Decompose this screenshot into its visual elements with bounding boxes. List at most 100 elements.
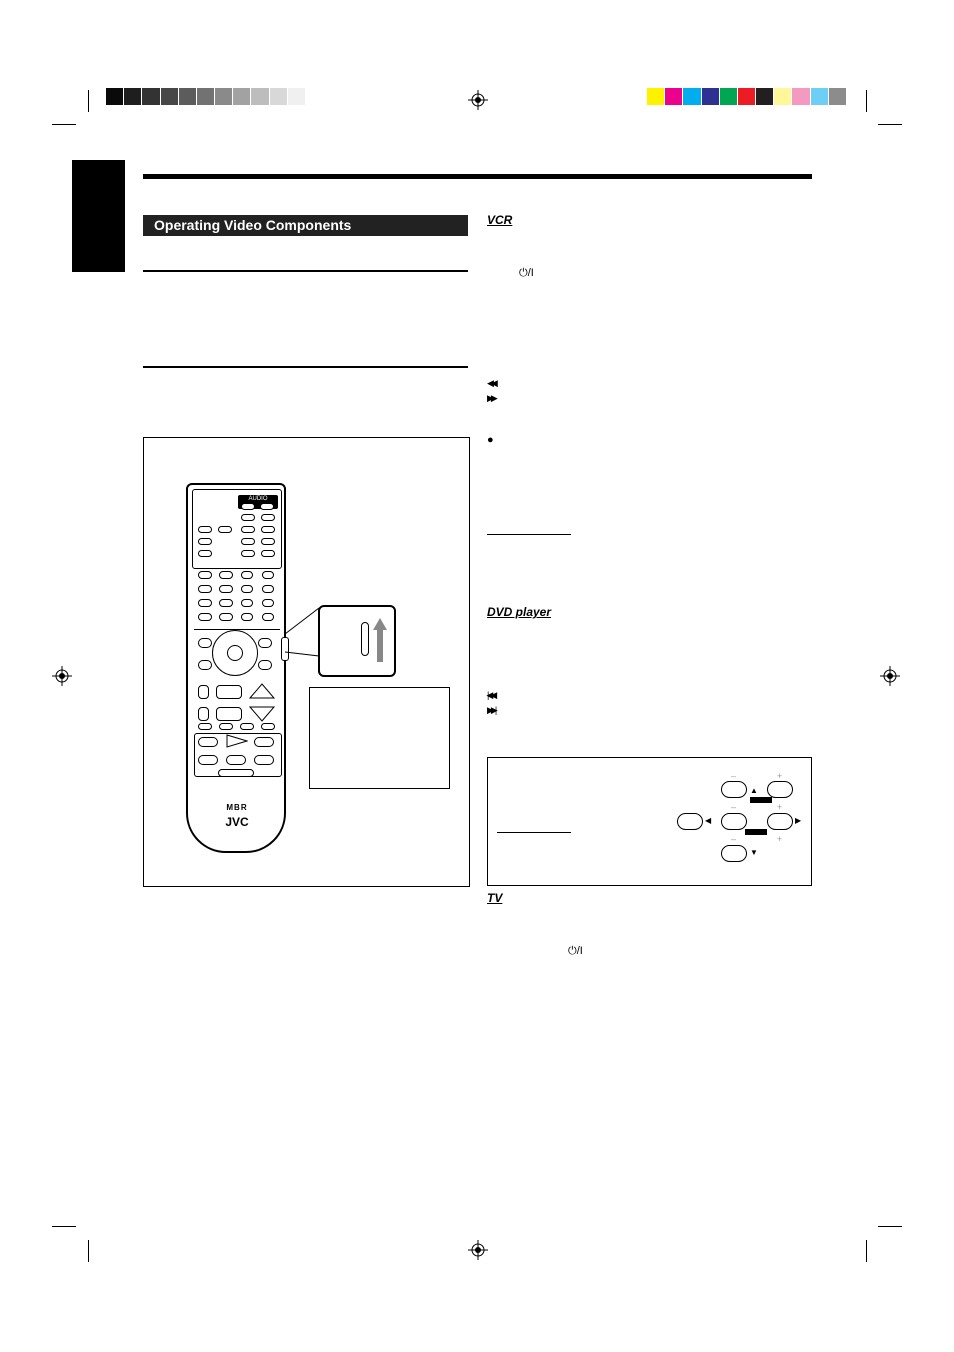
number-button[interactable]: [198, 613, 212, 621]
source-button[interactable]: [218, 526, 232, 533]
crop-mark: [866, 90, 867, 112]
next-glyph: ▶▶|: [487, 705, 497, 715]
vcr-power-glyph: ⏻/I: [519, 267, 534, 279]
number-button[interactable]: [219, 599, 233, 607]
standby-button[interactable]: [241, 503, 255, 510]
cursor-subrule: [497, 832, 571, 833]
number-button[interactable]: [219, 613, 233, 621]
previous-glyph: |◀◀: [487, 690, 497, 700]
source-button[interactable]: [198, 526, 212, 533]
number-button[interactable]: [219, 571, 233, 579]
grayscale-calibration-strip: [106, 88, 306, 105]
source-button[interactable]: [241, 526, 255, 533]
number-button[interactable]: [241, 585, 253, 593]
language-tab: [72, 160, 125, 272]
slide-up-arrow-icon: [373, 618, 387, 662]
calibration-swatch: [756, 88, 774, 105]
calibration-swatch: [269, 88, 287, 105]
cursor-left-button: [677, 813, 703, 830]
right-arrow-icon: ▶: [795, 816, 802, 825]
menu-button[interactable]: [258, 660, 272, 670]
cursor-enter-button[interactable]: [227, 645, 243, 661]
rewind-glyph: ◀◀: [487, 378, 498, 388]
crop-mark: [52, 124, 76, 125]
remote-illustration-frame: [143, 437, 470, 887]
channel-down-button[interactable]: [216, 707, 242, 721]
source-button[interactable]: [261, 538, 275, 545]
channel-up-button[interactable]: [216, 685, 242, 699]
function-button[interactable]: [198, 723, 212, 730]
number-button[interactable]: [241, 599, 253, 607]
source-button[interactable]: [241, 550, 255, 557]
source-button[interactable]: [198, 538, 212, 545]
function-button[interactable]: [240, 723, 254, 730]
source-button[interactable]: [198, 550, 212, 557]
tv-volume-up-button[interactable]: [198, 685, 209, 699]
source-button[interactable]: [241, 538, 255, 545]
number-button[interactable]: [198, 585, 212, 593]
sleep-button[interactable]: [241, 514, 255, 521]
crop-mark: [866, 1240, 867, 1262]
number-button[interactable]: [262, 599, 274, 607]
fast-forward-button[interactable]: [254, 737, 274, 747]
calibration-swatch: [124, 88, 142, 105]
power-on-button[interactable]: [260, 503, 274, 510]
calibration-swatch: [737, 88, 756, 105]
plus-mark: +: [777, 771, 783, 781]
calibration-swatch: [142, 88, 160, 105]
dvd-heading: DVD player: [487, 605, 552, 619]
source-button[interactable]: [261, 526, 275, 533]
number-button[interactable]: [241, 613, 253, 621]
volume-up-icon[interactable]: [248, 682, 276, 700]
color-calibration-strip: [647, 88, 847, 105]
calibration-swatch: [774, 88, 792, 105]
number-button[interactable]: [219, 585, 233, 593]
section-title-bar: Operating Video Components: [143, 215, 468, 236]
calibration-swatch: [251, 88, 269, 105]
vcr-subrule: [487, 534, 571, 535]
number-button[interactable]: [262, 585, 274, 593]
function-button[interactable]: [261, 723, 275, 730]
number-button[interactable]: [241, 571, 253, 579]
callout-connector: [284, 607, 320, 657]
record-bullet-glyph: ●: [487, 434, 494, 446]
bottom-button[interactable]: [218, 769, 254, 777]
calibration-swatch: [196, 88, 215, 105]
number-button[interactable]: [262, 571, 274, 579]
remote-mode-switch[interactable]: [281, 637, 289, 661]
menu-button[interactable]: [258, 638, 272, 648]
calibration-swatch: [215, 88, 233, 105]
menu-button[interactable]: [198, 660, 212, 670]
minus-mark: –: [731, 771, 737, 781]
callout-text-box: [309, 687, 450, 789]
calibration-swatch: [810, 88, 828, 105]
record-button[interactable]: [198, 755, 218, 765]
play-icon[interactable]: [226, 734, 248, 748]
cursor-shade-bar: [750, 797, 772, 803]
number-button[interactable]: [198, 599, 212, 607]
calibration-swatch: [178, 88, 196, 105]
source-button[interactable]: [261, 550, 275, 557]
volume-down-icon[interactable]: [248, 705, 276, 723]
timer-button[interactable]: [261, 514, 275, 521]
subsection-rule: [143, 366, 468, 368]
registration-mark-icon: [880, 666, 900, 686]
subsection-rule: [143, 270, 468, 272]
tv-power-glyph: ⏻/I: [568, 945, 583, 957]
pause-button[interactable]: [254, 755, 274, 765]
tv-volume-down-button[interactable]: [198, 707, 209, 721]
calibration-swatch: [647, 88, 665, 105]
number-button[interactable]: [198, 571, 212, 579]
jvc-logo: JVC: [225, 815, 249, 829]
calibration-swatch: [719, 88, 737, 105]
function-button[interactable]: [219, 723, 233, 730]
down-arrow-icon: ▼: [750, 848, 758, 857]
minus-mark: –: [731, 834, 737, 844]
registration-mark-icon: [52, 666, 72, 686]
stop-button[interactable]: [226, 755, 246, 765]
header-rule: [143, 174, 812, 179]
menu-button[interactable]: [198, 638, 212, 648]
number-button[interactable]: [262, 613, 274, 621]
crop-mark: [52, 1226, 76, 1227]
rewind-button[interactable]: [198, 737, 218, 747]
